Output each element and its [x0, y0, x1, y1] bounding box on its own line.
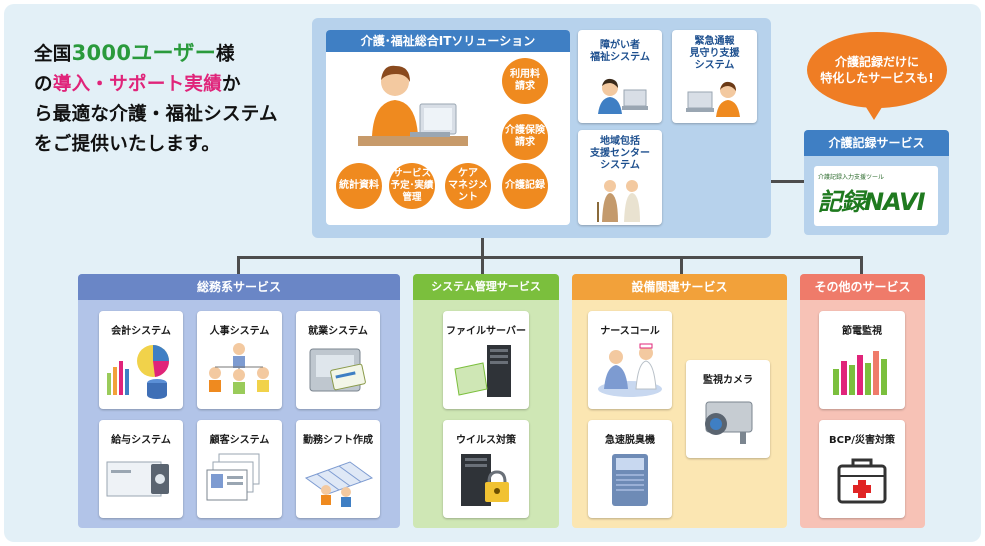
card-emergency-watch-system: 緊急通報 見守り支援 システム [672, 30, 757, 123]
card-disability-welfare-system: 障がい者 福祉システム [578, 30, 662, 123]
tile-shift-scheduling: 勤務シフト作成 [296, 420, 380, 518]
tile-customer-system: 顧客システム [197, 420, 282, 518]
operator-headset-icon [598, 78, 648, 114]
section-system-management-title: システム管理サービス [413, 274, 559, 300]
record-specialized-bubble: 介護記録だけに 特化したサービスも! [807, 32, 947, 108]
headline-user-count: 3000ユーザー [71, 41, 217, 65]
staff-at-computer-icon [358, 65, 468, 146]
tile-accounting-system: 会計システム [99, 311, 183, 409]
headline-line-3: ら最適な介護・福祉システム [34, 104, 278, 125]
server-rack-icon [454, 345, 511, 397]
tile-file-server: ファイルサーバー [443, 311, 529, 409]
server-lock-icon [461, 454, 509, 506]
section-other-title: その他のサービス [800, 274, 925, 300]
payslip-envelope-icon [106, 461, 169, 497]
kiroku-navi-logo: 介護記録入力支援ツール 記録NAVI [814, 166, 938, 226]
headline-line-1: 全国3000ユーザー様 [34, 41, 235, 65]
bubble-tail [864, 104, 884, 120]
connector-vertical-main [481, 238, 484, 258]
tile-attendance-system: 就業システム [296, 311, 380, 409]
bar-chart-icon [833, 351, 887, 395]
deodorizer-machine-icon [612, 454, 648, 506]
it-solution-title: 介護･福祉総合ITソリューション [326, 30, 570, 52]
first-aid-kit-icon [837, 458, 887, 504]
connector-other [860, 256, 863, 276]
pie-chart-database-icon [107, 345, 170, 399]
shift-grid-people-icon [304, 461, 374, 507]
tile-nurse-call: ナースコール [588, 311, 672, 409]
circle-statistics: 統計資料 [336, 163, 382, 209]
headline-achievement: 導入・サポート実績 [52, 74, 223, 95]
camera-icon [705, 401, 753, 444]
people-org-icon [209, 343, 269, 394]
tile-hr-system: 人事システム [197, 311, 282, 409]
caregiver-elderly-icon [597, 180, 640, 222]
operator-headset-icon [686, 81, 740, 117]
connector-record [771, 180, 804, 183]
connector-sysadmin [481, 256, 484, 276]
tile-payroll-system: 給与システム [99, 420, 183, 518]
headline-line-2: の導入・サポート実績か [34, 74, 241, 95]
time-card-reader-icon [309, 348, 366, 392]
tile-power-saving-monitor: 節電監視 [819, 311, 905, 409]
circle-care-record: 介護記録 [502, 163, 548, 209]
care-record-service-title: 介護記録サービス [804, 130, 949, 156]
circle-usage-fee-billing: 利用料 請求 [502, 58, 548, 104]
connector-general [237, 256, 240, 276]
connector-facility [680, 256, 683, 276]
section-facility-title: 設備関連サービス [572, 274, 787, 300]
tile-security-camera: 監視カメラ [686, 360, 770, 458]
customer-cards-icon [206, 453, 260, 501]
connector-horizontal [237, 256, 862, 259]
card-community-support-center-system: 地域包括 支援センター システム [578, 130, 662, 225]
circle-service-schedule: サービス 予定･実績 管理 [389, 163, 435, 209]
tile-antivirus: ウイルス対策 [443, 420, 529, 518]
headline: 全国3000ユーザー様 の導入・サポート実績か ら最適な介護・福祉システム をご… [34, 38, 304, 160]
tile-bcp-disaster: BCP/災害対策 [819, 420, 905, 518]
tile-deodorizer: 急速脱臭機 [588, 420, 672, 518]
headline-line-4: をご提供いたします。 [34, 134, 221, 155]
nurse-patient-icon [598, 343, 662, 397]
circle-care-management: ケア マネジメント [445, 163, 491, 209]
section-general-affairs-title: 総務系サービス [78, 274, 400, 300]
circle-care-insurance-billing: 介護保険 請求 [502, 114, 548, 160]
